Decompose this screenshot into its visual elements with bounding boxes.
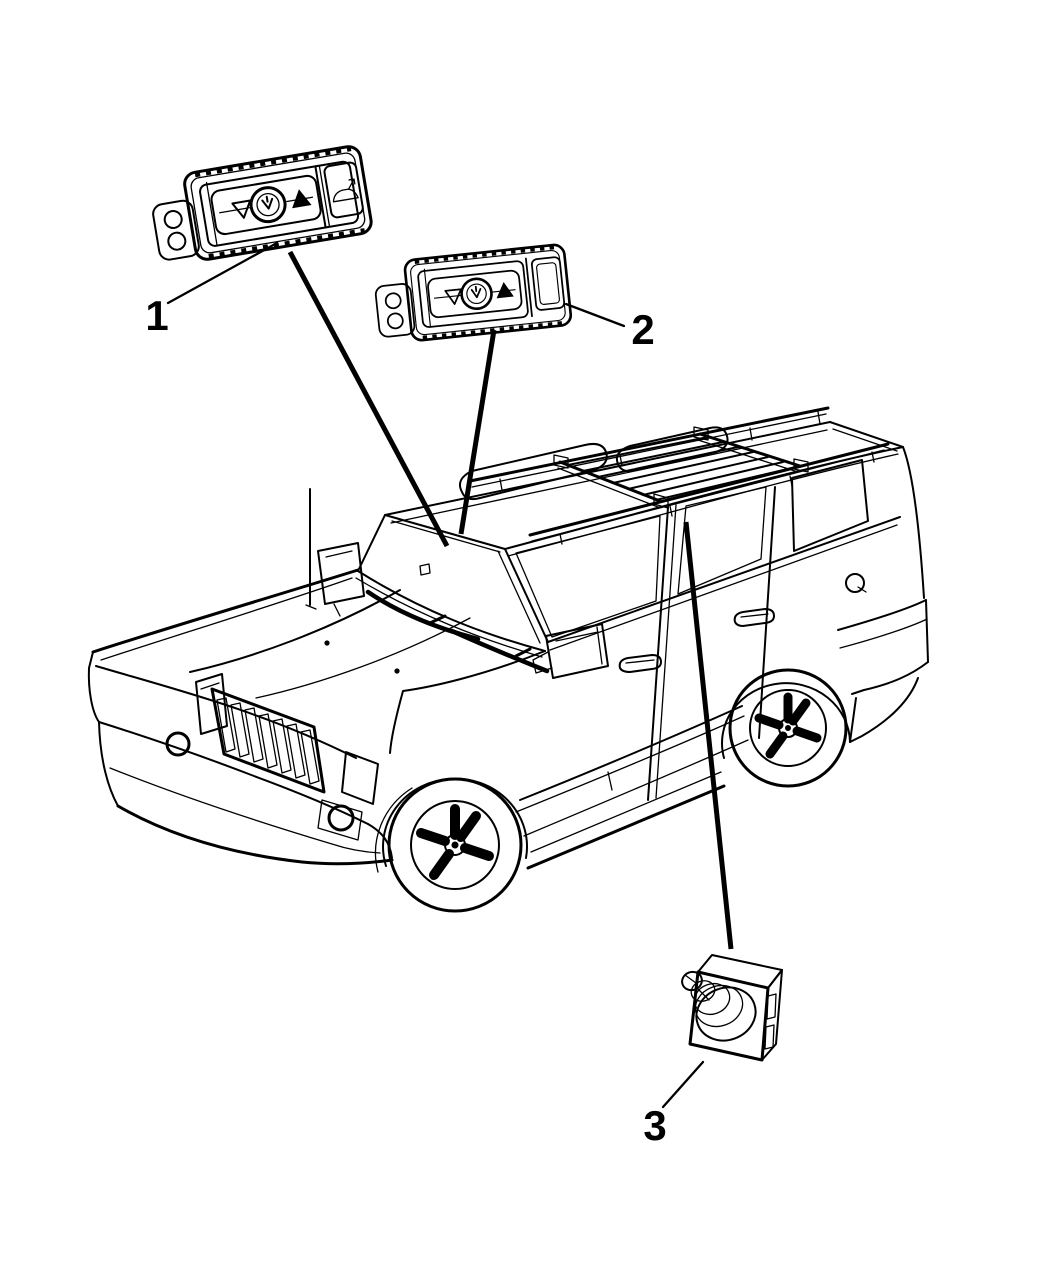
chevron-icon [470,285,482,299]
triangle-down-open-icon [231,199,252,219]
hood [87,568,546,759]
leader-line-3 [661,1060,705,1109]
seven-slot-grille [210,687,326,794]
wipers [365,589,550,674]
leader-line-3-to-vehicle [683,521,734,950]
rear-quarter [837,446,929,743]
mounting-ear [152,199,200,261]
side-mirrors [317,542,609,679]
front-wheel [374,777,528,913]
mounting-hole [386,312,404,330]
body-side [515,459,901,870]
leader-line-2 [564,302,626,328]
flipper-glass-button [323,161,364,219]
fog-lamp [327,804,355,832]
windshield [355,514,549,658]
leader-lines [166,241,734,1109]
hood-dot [394,668,400,674]
triangle-up-filled-icon [496,282,514,299]
mounting-hole [384,292,402,310]
fog-lamp [165,731,191,757]
headlamps [195,673,379,805]
part-3-plunger-switch [681,954,783,1062]
rear-door-handle [733,608,775,627]
sunroof-rocker [210,174,322,236]
mounting-hole [167,231,187,251]
round-button [249,186,287,224]
vehicle-illustration [87,406,929,913]
front-door-handle [618,654,662,673]
connector-slot [766,993,777,1020]
sunroof-rocker [427,269,523,319]
mounting-hole [163,209,183,229]
triangle-down-open-icon [444,288,462,305]
callout-1-label: 1 [145,292,168,339]
near-mirror [545,623,609,679]
rearview-mirror-patch [419,563,431,576]
plunger [681,970,757,1042]
fender-antenna [305,488,317,610]
leader-line-2-to-vehicle [458,329,497,535]
leader-line-1 [166,241,279,305]
part-2-overhead-switch-panel [374,243,573,342]
callout-3-label: 3 [643,1102,666,1149]
leader-line-1-to-vehicle [287,250,450,548]
round-button [460,277,493,311]
hood-dot [324,640,330,646]
far-mirror [317,542,365,605]
connector-slot [764,1024,775,1050]
chevron-icon [261,195,274,210]
rear-wheel [721,668,851,788]
callout-2-label: 2 [631,306,654,353]
part-1-overhead-switch-panel [152,145,373,261]
roof-rack [468,406,890,545]
triangle-up-filled-icon [292,189,312,209]
mounting-ear [374,283,416,338]
liftgate-open-glass-icon [332,178,359,203]
blank-plate [530,256,566,311]
fuel-door [845,573,865,593]
front-bumper [98,721,394,866]
